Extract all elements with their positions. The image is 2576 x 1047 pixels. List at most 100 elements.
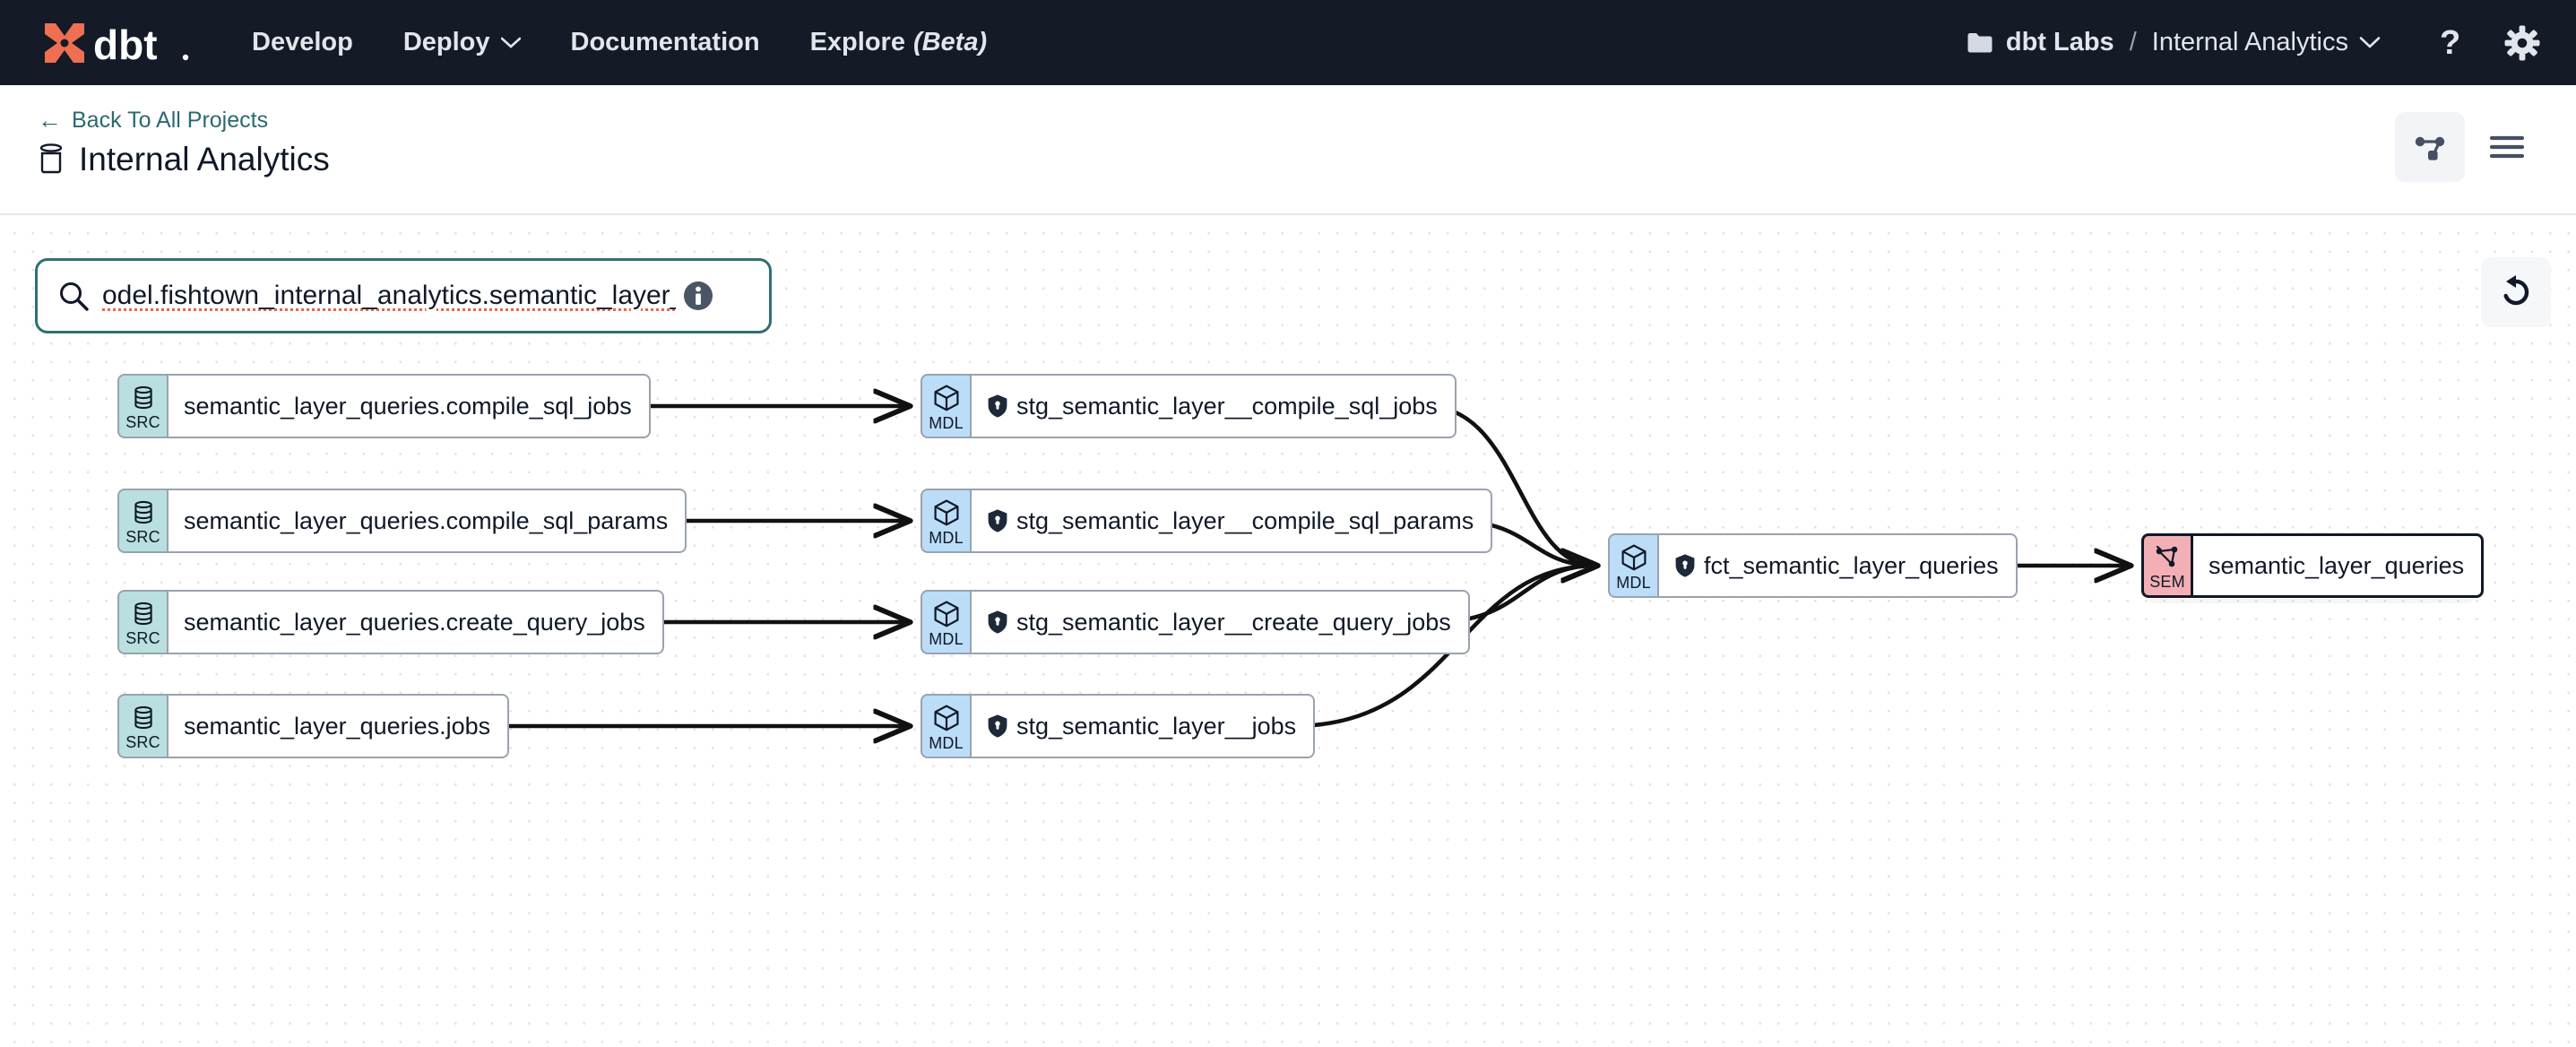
reset-view-button[interactable] <box>2481 257 2551 327</box>
node-type-label: SEM <box>2149 572 2185 591</box>
dbt-logo-icon: dbt <box>45 22 189 66</box>
node-type-label: SRC <box>125 527 160 546</box>
search-icon <box>57 280 90 312</box>
question-mark-icon: ? <box>2440 24 2460 62</box>
nav-item-documentation-label: Documentation <box>570 28 760 56</box>
graph-node-sem[interactable]: SEM semantic_layer_queries <box>2141 533 2485 598</box>
node-body: stg_semantic_layer__jobs <box>970 694 1316 758</box>
node-label: fct_semantic_layer_queries <box>1704 551 1999 579</box>
nav-right-cluster: dbt Labs / Internal Analytics ? <box>1967 24 2540 62</box>
list-view-button[interactable] <box>2472 112 2542 182</box>
node-type-badge-mdl: MDL <box>921 590 970 654</box>
arrow-left-icon: ← <box>38 107 62 134</box>
graph-node-src2[interactable]: SRC semantic_layer_queries.compile_sql_pa… <box>117 489 687 553</box>
nav-item-deploy-label: Deploy <box>402 28 490 56</box>
node-type-label: MDL <box>929 528 964 547</box>
node-type-badge-src: SRC <box>117 590 167 654</box>
nav-item-documentation[interactable]: Documentation <box>571 28 760 57</box>
breadcrumb: dbt Labs / Internal Analytics <box>1967 28 2381 57</box>
nav-item-explore-label: Explore <box>809 28 905 56</box>
cube-icon <box>932 384 961 412</box>
shield-lock-icon <box>987 508 1008 533</box>
nav-item-explore-beta-tag: (Beta) <box>912 28 988 56</box>
settings-button[interactable] <box>2504 25 2540 61</box>
project-subheader: ← Back To All Projects Internal Analytic… <box>0 85 2576 215</box>
node-type-label: SRC <box>125 412 160 431</box>
database-cylinder-icon <box>130 601 157 627</box>
dbt-logo[interactable]: dbt <box>38 20 195 66</box>
search-box[interactable] <box>35 258 772 333</box>
gear-icon <box>2504 25 2540 60</box>
graph-node-fct[interactable]: MDL fct_semantic_layer_queries <box>1608 533 2018 598</box>
node-label: semantic_layer_queries.create_query_jobs <box>184 608 645 636</box>
chevron-down-icon <box>500 37 521 49</box>
database-cylinder-icon <box>130 705 157 731</box>
cube-icon <box>932 704 961 732</box>
nav-item-explore[interactable]: Explore (Beta) <box>810 28 988 57</box>
node-label: semantic_layer_queries.jobs <box>184 712 491 740</box>
info-circle-icon[interactable] <box>681 279 715 313</box>
shield-lock-icon <box>987 394 1008 419</box>
folder-icon <box>1967 31 1993 55</box>
node-body: semantic_layer_queries.create_query_jobs <box>167 590 664 654</box>
shield-lock-icon <box>1675 554 1695 577</box>
cube-icon <box>932 498 961 527</box>
breadcrumb-org[interactable]: dbt Labs <box>2005 28 2114 56</box>
semantic-graph-icon <box>2153 544 2182 571</box>
node-label: stg_semantic_layer__compile_sql_jobs <box>1016 392 1438 420</box>
cube-icon <box>932 600 961 628</box>
help-button[interactable]: ? <box>2436 24 2467 62</box>
node-type-label: MDL <box>929 629 964 648</box>
database-icon <box>38 143 65 176</box>
shield-lock-icon <box>988 714 1007 738</box>
node-label: semantic_layer_queries <box>2209 551 2465 579</box>
view-toggle-group <box>2395 112 2542 182</box>
node-type-badge-src: SRC <box>117 489 167 553</box>
node-label: stg_semantic_layer__create_query_jobs <box>1016 608 1451 636</box>
node-body: semantic_layer_queries.compile_sql_param… <box>167 489 687 553</box>
node-label: stg_semantic_layer__compile_sql_params <box>1016 506 1474 534</box>
lineage-graph-icon <box>2415 136 2445 160</box>
hamburger-list-icon <box>2489 135 2525 159</box>
graph-node-src3[interactable]: SRC semantic_layer_queries.create_query_j… <box>117 590 664 654</box>
node-type-badge-mdl: MDL <box>1608 533 1657 598</box>
lineage-view-button[interactable] <box>2395 112 2465 182</box>
reset-counterclockwise-icon <box>2503 275 2529 306</box>
graph-node-src1[interactable]: SRC semantic_layer_queries.compile_sql_jo… <box>117 374 651 438</box>
shield-lock-icon <box>988 509 1007 532</box>
graph-node-src4[interactable]: SRC semantic_layer_queries.jobs <box>117 694 510 758</box>
node-type-badge-src: SRC <box>117 694 167 758</box>
graph-node-mdl3[interactable]: MDL stg_semantic_layer__create_query_jobs <box>921 590 1470 654</box>
node-label: semantic_layer_queries.compile_sql_jobs <box>184 392 632 420</box>
node-type-label: SRC <box>125 628 160 647</box>
top-navigation-bar: dbt Develop Deploy Documentation Explore… <box>0 0 2576 85</box>
node-label: semantic_layer_queries.compile_sql_param… <box>184 506 669 534</box>
nav-item-deploy[interactable]: Deploy <box>403 28 521 57</box>
shield-lock-icon <box>987 610 1008 635</box>
graph-node-mdl2[interactable]: MDL stg_semantic_layer__compile_sql_param… <box>921 489 1493 553</box>
shield-lock-icon <box>988 610 1007 634</box>
chevron-down-icon[interactable] <box>2359 36 2381 49</box>
nav-item-develop[interactable]: Develop <box>252 28 353 57</box>
back-to-all-projects-link[interactable]: ← Back To All Projects <box>38 108 268 134</box>
page-title: Internal Analytics <box>79 141 330 177</box>
shield-lock-icon <box>988 394 1007 418</box>
node-body: semantic_layer_queries.jobs <box>167 694 510 758</box>
node-body: fct_semantic_layer_queries <box>1657 533 2018 598</box>
node-label: stg_semantic_layer__jobs <box>1016 712 1297 740</box>
svg-text:dbt: dbt <box>93 22 158 66</box>
node-type-badge-src: SRC <box>117 374 167 438</box>
search-input[interactable] <box>102 281 676 311</box>
page-title-row: Internal Analytics <box>38 141 330 178</box>
breadcrumb-separator: / <box>2129 28 2137 56</box>
node-type-label: MDL <box>1616 573 1651 592</box>
database-cylinder-icon <box>130 499 157 526</box>
shield-lock-icon <box>987 714 1008 739</box>
database-cylinder-icon <box>130 385 157 411</box>
nav-item-develop-label: Develop <box>252 28 353 56</box>
node-body: stg_semantic_layer__compile_sql_params <box>970 489 1493 553</box>
breadcrumb-project[interactable]: Internal Analytics <box>2151 28 2348 56</box>
